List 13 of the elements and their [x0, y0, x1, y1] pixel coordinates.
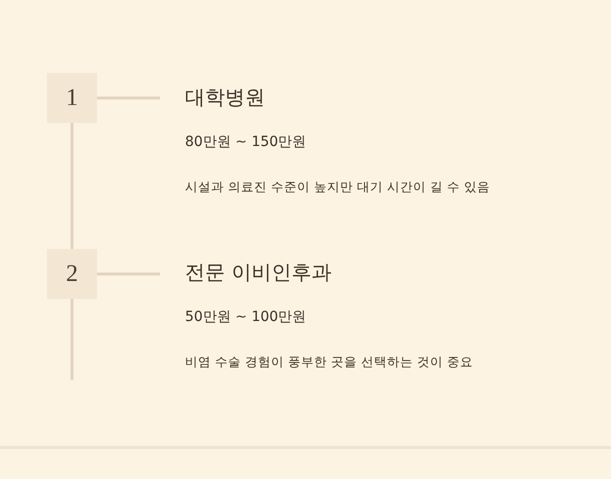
number-box	[47, 249, 97, 299]
price-range: 80만원 ~ 150만원	[185, 133, 306, 152]
number-box	[47, 73, 97, 123]
connector-line	[70, 123, 74, 249]
price-range: 50만원 ~ 100만원	[185, 308, 306, 327]
step-title: 대학병원	[185, 84, 265, 110]
step-title: 전문 이비인후과	[185, 259, 332, 285]
step-number: 2	[66, 260, 78, 288]
connector-line	[97, 272, 160, 276]
connector-line	[97, 96, 160, 100]
step-description: 시설과 의료진 수준이 높지만 대기 시간이 길 수 있음	[185, 178, 490, 196]
step-description: 비염 수술 경험이 풍부한 곳을 선택하는 것이 중요	[185, 353, 473, 371]
step-number: 1	[66, 84, 78, 112]
